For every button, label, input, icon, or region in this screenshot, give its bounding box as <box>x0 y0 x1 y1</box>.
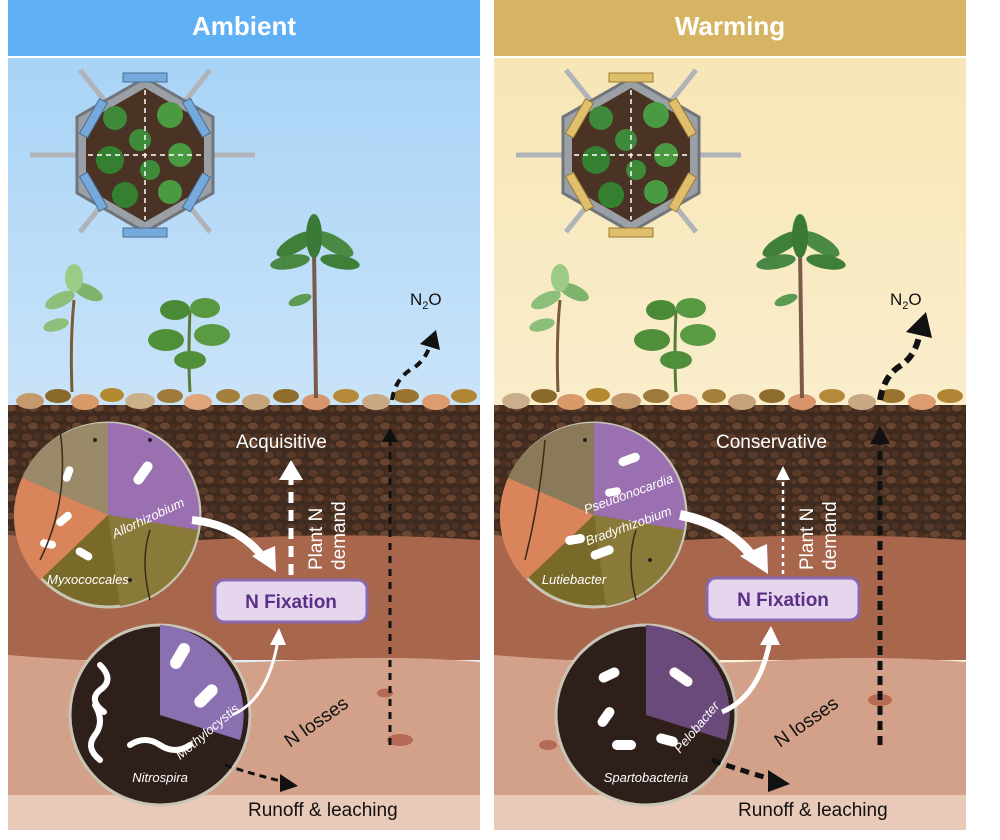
panel-header <box>494 0 966 56</box>
panel-header <box>8 0 480 56</box>
seedling-small <box>43 264 103 393</box>
seedling-medium <box>634 298 716 393</box>
arrow-n2o <box>877 331 923 401</box>
n2o-label: N2O <box>890 290 922 312</box>
microbe-label-upper-3: Lutiebacter <box>542 572 607 587</box>
demand-label-2: demand <box>329 501 350 570</box>
arrow-n2o <box>390 344 432 401</box>
microbe-label-lower-2: Spartobacteria <box>604 770 689 785</box>
microbe-label-lower-2: Nitrospira <box>132 770 188 785</box>
hexagonal-plot <box>516 68 741 238</box>
upper-microbe-circle: Allorhizobium Myxococcales <box>13 421 202 609</box>
seedling-small <box>529 264 589 393</box>
arrow-lower-to-fixation <box>231 639 280 717</box>
seedling-tall <box>756 214 846 399</box>
demand-label-1: Plant N <box>797 508 818 570</box>
trait-label: Conservative <box>716 432 827 453</box>
n-fixation-label: N Fixation <box>245 592 337 613</box>
runoff-label: Runoff & leaching <box>738 800 888 821</box>
demand-label-1: Plant N <box>306 508 327 570</box>
panel-ambient: Ambient <box>8 0 480 830</box>
panel-warming: Warming <box>494 0 966 830</box>
subsoil-bottom <box>8 795 480 830</box>
lower-microbe-circle: Pelobacter Spartobacteria <box>554 623 738 807</box>
demand-label-2: demand <box>820 501 841 570</box>
n2o-label: N2O <box>410 290 442 312</box>
lower-microbe-circle: Methylocystis Nitrospira <box>68 623 252 807</box>
seedling-tall <box>270 214 360 399</box>
arrow-runoff <box>224 763 286 784</box>
upper-microbe-circle: Pseudonocardia Bradyrhizobium Lutiebacte… <box>499 421 688 609</box>
seedling-medium <box>148 298 230 393</box>
n-fixation-box <box>705 576 861 622</box>
hexagonal-plot <box>30 68 255 238</box>
runoff-label: Runoff & leaching <box>248 800 398 821</box>
trait-label: Acquisitive <box>236 432 327 453</box>
panel-title: Ambient <box>192 11 296 41</box>
panel-title: Warming <box>675 11 785 41</box>
leaf-litter <box>16 388 477 410</box>
n-fixation-box <box>213 578 369 624</box>
arrow-lower-to-fixation <box>720 639 773 715</box>
microbe-label-upper-2: Myxococcales <box>47 572 129 587</box>
subsoil-bottom <box>494 795 966 830</box>
n-fixation-label: N Fixation <box>737 590 829 611</box>
leaf-litter <box>502 388 963 410</box>
